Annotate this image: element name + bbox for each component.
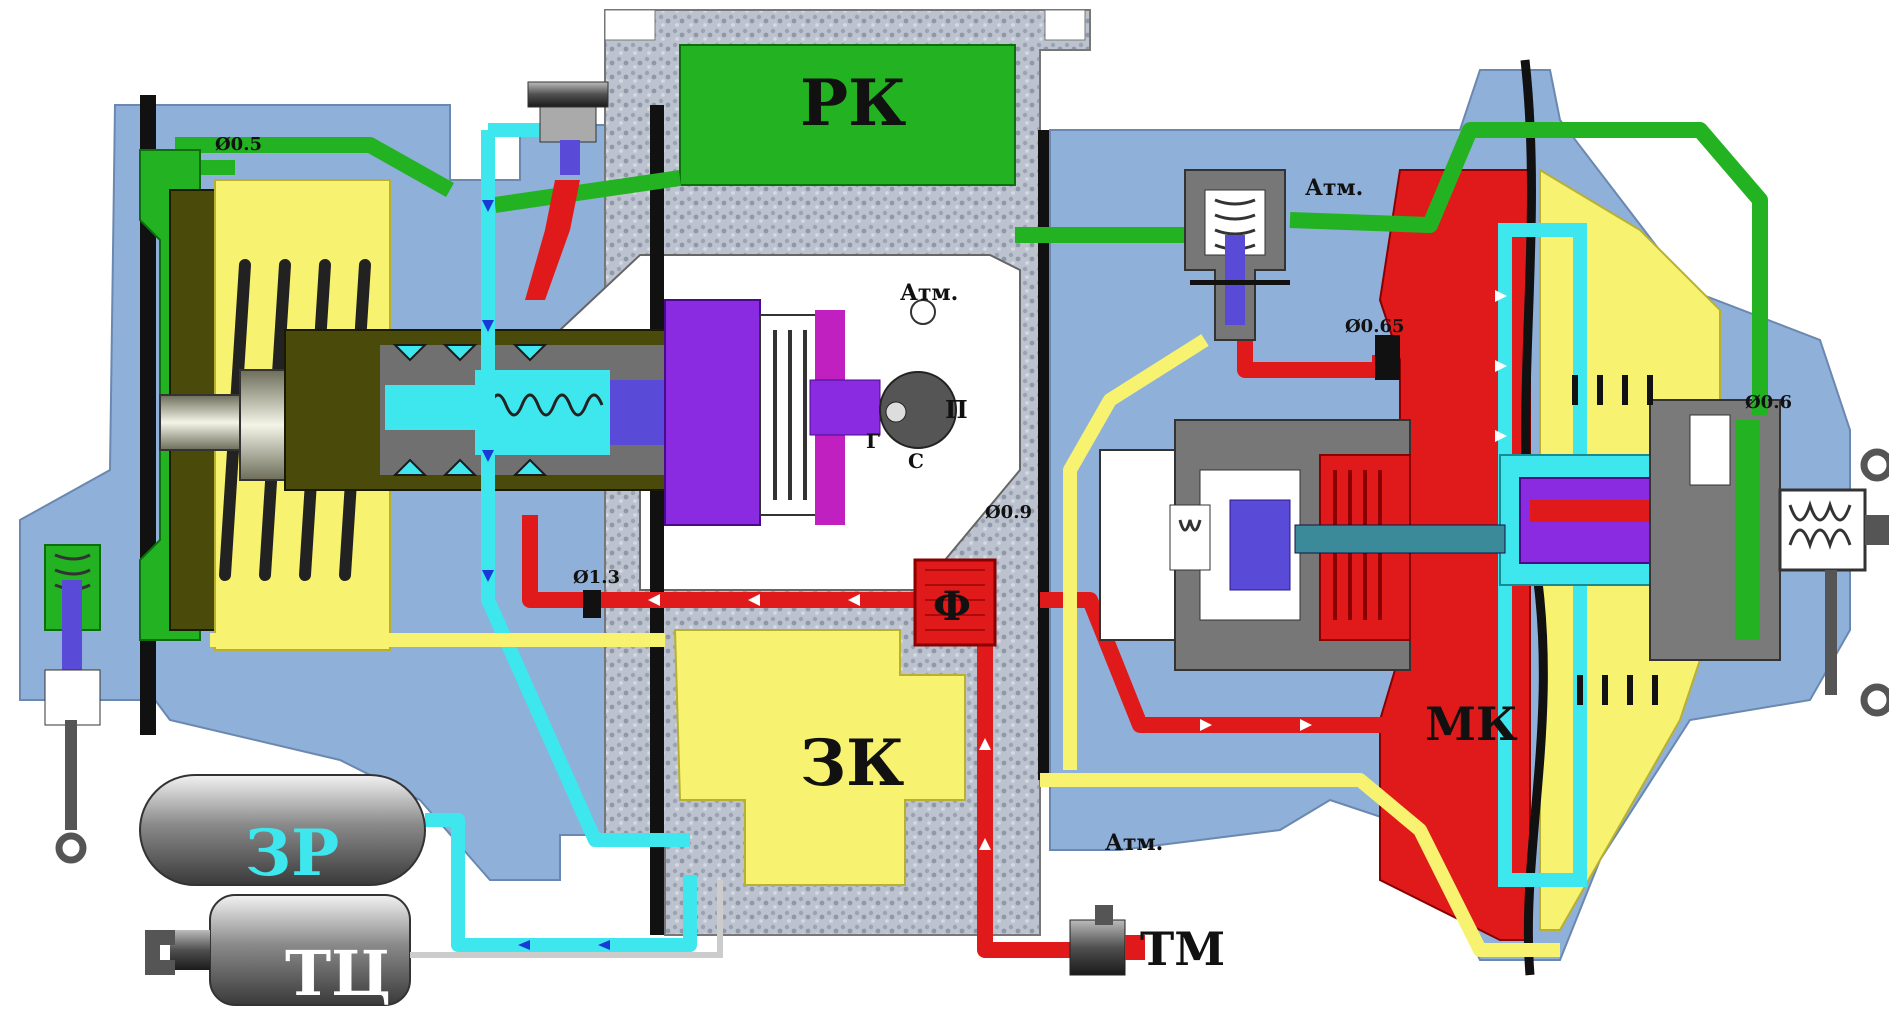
label-tc: ТЦ [285, 937, 391, 1010]
spool-chamber-zk [673, 629, 966, 886]
atm-valve-top [1184, 169, 1290, 341]
main-piston-assembly [139, 149, 691, 651]
green-channels [175, 122, 1768, 415]
left-release-valve [44, 544, 101, 864]
calibrated-hole-13 [583, 590, 601, 618]
diagram-labels: РК ЗК МК Ф ЗР ТЦ ТМ Атм. Атм. Атм. П Г С… [215, 66, 1792, 1010]
top-plug [525, 81, 609, 300]
brake-cylinder[interactable] [145, 880, 723, 1006]
label-atm-top: Атм. [1305, 175, 1363, 201]
filter-f [913, 558, 997, 647]
yellow-channels [210, 334, 1560, 957]
mk-inner-assembly [1099, 419, 1506, 671]
label-zk: ЗК [800, 726, 904, 801]
label-d06: Ø0.6 [1745, 392, 1792, 413]
label-atm-mid: Атм. [900, 280, 958, 306]
label-d05: Ø0.5 [215, 134, 262, 155]
red-flow-arrows [648, 290, 1507, 850]
working-chamber-rk [679, 44, 1016, 186]
calibrated-hole-065 [1375, 335, 1400, 380]
brake-line-valve [1069, 905, 1145, 976]
label-zr: ЗР [245, 816, 339, 891]
label-mk: МК [1425, 697, 1518, 751]
label-d065: Ø0.65 [1345, 316, 1405, 337]
label-f: Ф [933, 583, 971, 630]
label-g: Г [866, 429, 880, 453]
label-atm-bottom: Атм. [1105, 830, 1163, 856]
label-d09: Ø0.9 [985, 502, 1032, 523]
cyan-flow-arrows [482, 200, 610, 950]
label-tm: ТМ [1140, 922, 1225, 976]
label-p: П [945, 395, 968, 424]
atm-port-circle [910, 299, 936, 325]
spare-reservoir[interactable] [139, 774, 426, 886]
purple-valve [664, 299, 957, 526]
label-rk: РК [800, 66, 906, 141]
label-d13: Ø1.3 [573, 567, 620, 588]
label-s: С [908, 449, 924, 473]
